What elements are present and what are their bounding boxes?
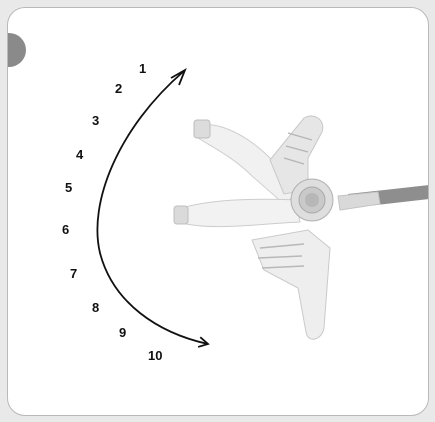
illustration-canvas: [8, 8, 429, 416]
scale-number-2: 2: [115, 82, 122, 95]
scale-number-9: 9: [119, 326, 126, 339]
scale-number-10: 10: [148, 349, 162, 362]
scale-number-8: 8: [92, 301, 99, 314]
scale-number-3: 3: [92, 114, 99, 127]
scale-number-4: 4: [76, 148, 83, 161]
tool-illustration: [174, 116, 429, 339]
scale-number-5: 5: [65, 181, 72, 194]
scale-number-1: 1: [139, 62, 146, 75]
scale-number-7: 7: [70, 267, 77, 280]
instruction-card: 1 2 3 4 5 6 7 8 9 10: [7, 7, 429, 416]
scale-number-6: 6: [62, 223, 69, 236]
